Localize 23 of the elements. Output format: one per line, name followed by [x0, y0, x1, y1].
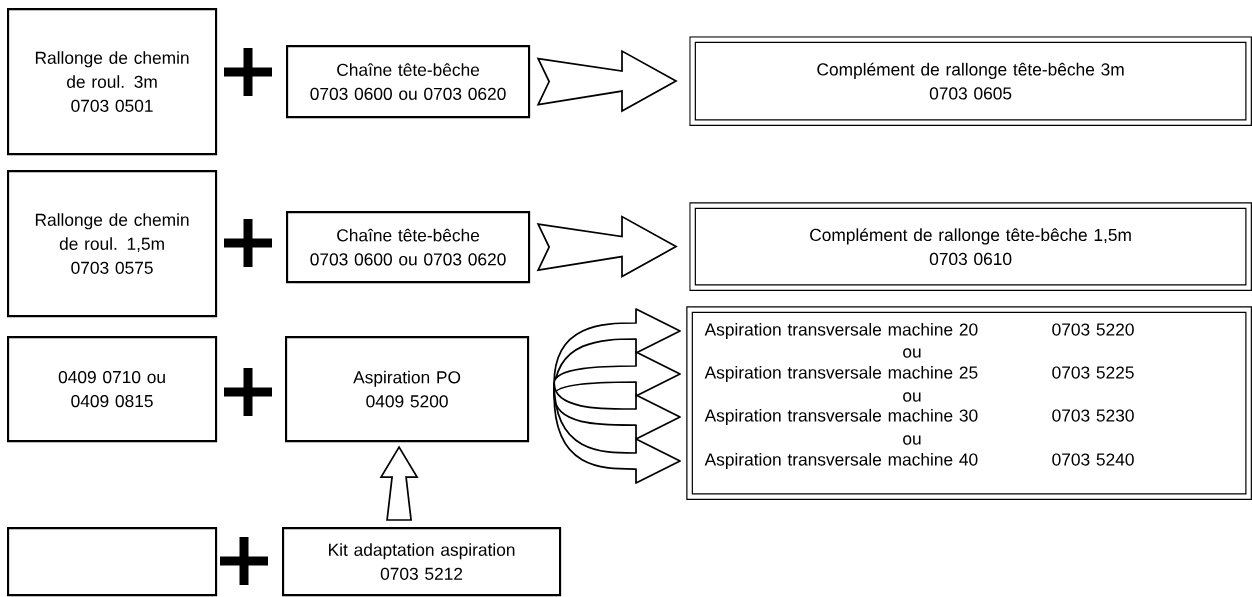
product-list-box: [686, 306, 1252, 500]
part-box: Rallonge de chemin de roul. 3m 0703 0501: [7, 8, 218, 156]
block-arrow: [379, 445, 419, 521]
product-line: Aspiration transversale machine 30 0703 5230: [704, 408, 1134, 426]
part-box: 0409 0710 ou 0409 0815: [7, 336, 218, 443]
product-line: Aspiration transversale machine 40 0703 5240: [704, 452, 1134, 470]
part-box: Kit adaptation aspiration 0703 5212: [282, 527, 562, 597]
result-box: Complément de rallonge tête-bêche 3m 0703 0605: [689, 36, 1252, 126]
curved-block-arrow: [553, 351, 681, 397]
or-word: ou: [903, 348, 921, 358]
product-line: Aspiration transversale machine 20 0703 5220: [704, 322, 1134, 340]
curved-block-arrow: [553, 382, 681, 484]
empty-box: [7, 527, 218, 597]
block-arrow: [536, 49, 678, 113]
block-arrow: [536, 215, 678, 279]
part-box: Aspiration PO 0409 5200: [285, 336, 530, 443]
or-word: ou: [903, 392, 921, 402]
part-box: Chaîne tête-bêche 0703 0600 ou 0703 0620: [286, 45, 531, 119]
part-box: Chaîne tête-bêche 0703 0600 ou 0703 0620: [286, 211, 531, 284]
result-box: Complément de rallonge tête-bêche 1,5m 0703 0610: [689, 202, 1252, 291]
part-box: Rallonge de chemin de roul. 1,5m 0703 0575: [7, 170, 218, 318]
product-line: Aspiration transversale machine 25 0703 5225: [704, 365, 1134, 383]
or-word: ou: [903, 435, 921, 445]
